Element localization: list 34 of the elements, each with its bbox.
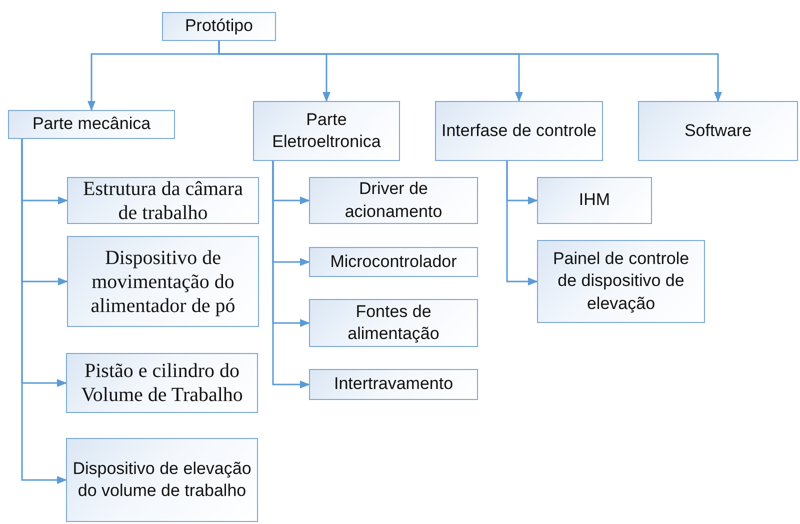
tree-box <box>253 101 400 161</box>
box-label: Dispositivo de movimentação do alimentador de pó <box>90 246 236 318</box>
connector-arrow <box>506 161 538 286</box>
tree-box <box>638 101 798 161</box>
tree-box <box>435 101 603 161</box>
tree-box <box>309 247 478 277</box>
connector-arrow <box>21 139 67 484</box>
tree-box <box>309 177 478 224</box>
connector-arrow <box>218 41 722 102</box>
tree-box <box>537 177 652 224</box>
box-label: Parte Eletroeltronica <box>271 108 382 153</box>
box-label: Dispositivo de elevação do volume de trabalho <box>72 458 252 502</box>
box-label: Driver de acionamento <box>344 178 444 222</box>
box-label: Protótipo <box>184 15 254 38</box>
tree-box <box>8 110 175 139</box>
box-label: Fontes de alimentação <box>346 300 440 345</box>
tree-box <box>66 353 258 413</box>
tree-box <box>66 438 258 522</box>
tree-box <box>309 299 478 347</box>
box-label: Software <box>684 120 752 142</box>
box-label: IHM <box>578 189 610 212</box>
tree-box <box>162 12 276 41</box>
tree-box <box>67 177 259 224</box>
box-label: Estrutura da câmara de trabalho <box>82 176 244 224</box>
box-label: Intertravamento <box>334 373 454 396</box>
box-label: Microcontrolador <box>330 250 457 273</box>
box-label: Interfase de controle <box>442 120 596 142</box>
tree-box <box>67 236 259 327</box>
box-label: Pistão e cilindro do Volume de Trabalho <box>80 359 244 407</box>
tree-box <box>309 369 478 400</box>
box-label: Painel de controle de dispositivo de elevação <box>552 248 690 315</box>
tree-box <box>537 240 705 323</box>
box-label: Parte mecânica <box>32 113 151 136</box>
connector-arrow <box>272 161 310 388</box>
